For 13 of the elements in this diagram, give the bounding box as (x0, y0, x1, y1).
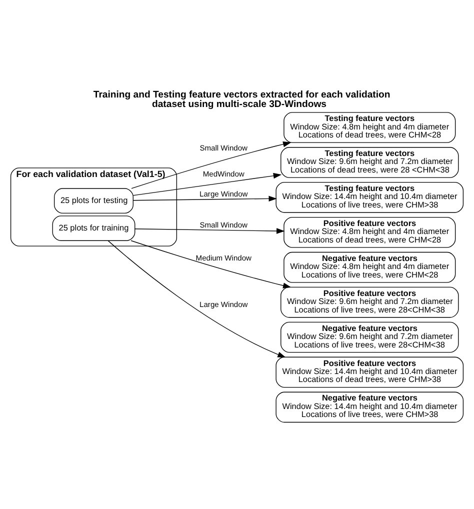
arrow (108, 240, 286, 357)
arrow (132, 172, 282, 196)
edge-label: Small Window (200, 143, 248, 152)
arrow (131, 140, 292, 188)
arrow (132, 195, 277, 202)
arrow (130, 240, 292, 288)
edge-label: Small Window (200, 220, 248, 229)
edge-label: Large Window (200, 189, 248, 198)
edge-label: MedWindow (202, 169, 244, 178)
edge-label: Large Window (200, 299, 248, 308)
diagram-title: Training and Testing feature vectors extracted for each validation dataset using multi-scale 3D-Windows (93, 88, 390, 110)
arrow (134, 228, 285, 234)
edge-label: Medium Window (196, 252, 252, 262)
